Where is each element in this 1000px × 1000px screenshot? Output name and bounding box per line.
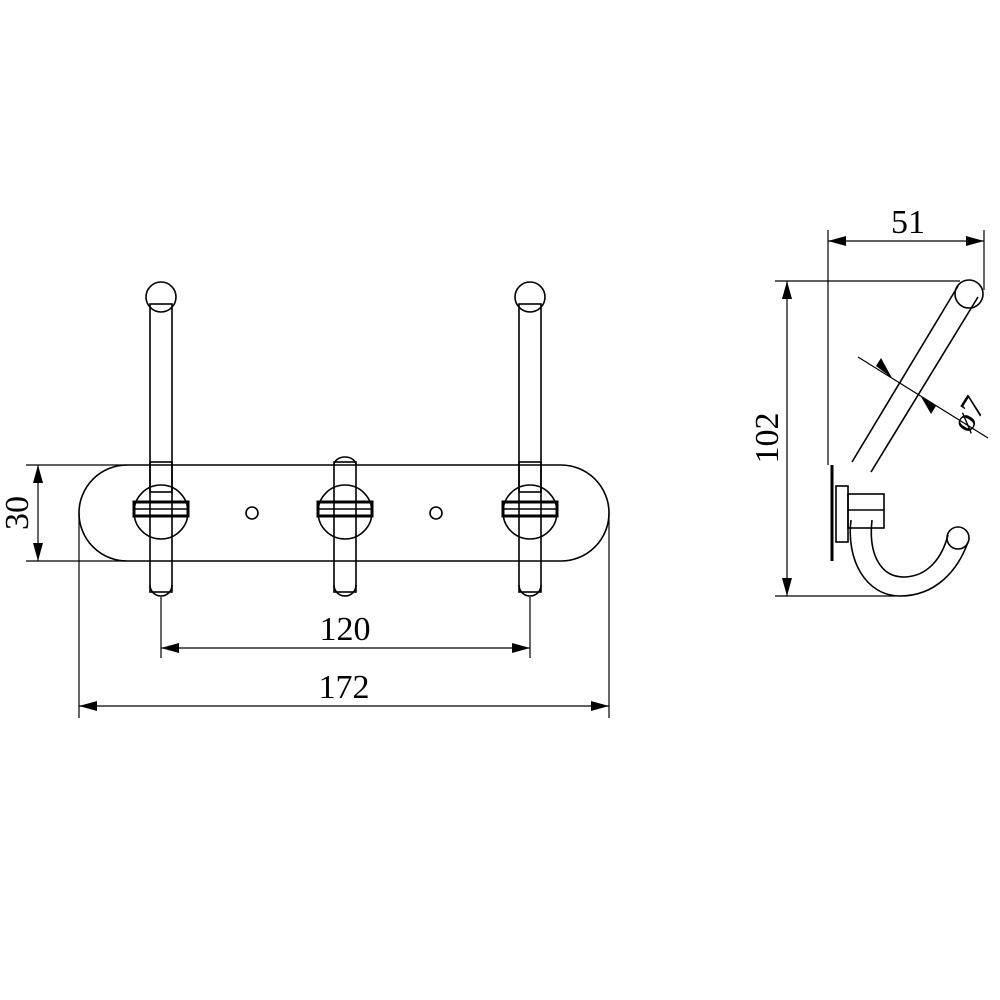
hook-right — [501, 281, 559, 597]
mounting-hole-right — [429, 506, 443, 520]
side-view: 51 102 ø7 — [749, 204, 994, 597]
back-plate — [78, 464, 610, 562]
hook-left — [132, 281, 190, 597]
hook-upper-arm — [851, 279, 984, 473]
hook-lower-curve — [849, 519, 970, 597]
mounting-hole-left — [245, 506, 259, 520]
hook-middle — [316, 456, 374, 597]
dim-overall-width-label: 172 — [319, 669, 370, 706]
dim-hook-depth: 51 — [827, 204, 985, 465]
front-view: 30 120 172 — [0, 281, 610, 718]
dim-pin-spacing: 120 — [160, 597, 531, 658]
dim-rod-diameter-label: ø7 — [944, 390, 993, 438]
dim-pin-spacing-label: 120 — [320, 611, 371, 648]
dim-hook-height: 102 — [749, 280, 960, 597]
dim-hook-depth-label: 51 — [891, 204, 925, 241]
dim-rod-diameter: ø7 — [857, 356, 994, 439]
dim-plate-height: 30 — [0, 464, 127, 562]
dim-overall-width: 172 — [78, 513, 610, 718]
dim-hook-height-label: 102 — [749, 413, 786, 464]
dim-plate-height-label: 30 — [0, 496, 36, 530]
